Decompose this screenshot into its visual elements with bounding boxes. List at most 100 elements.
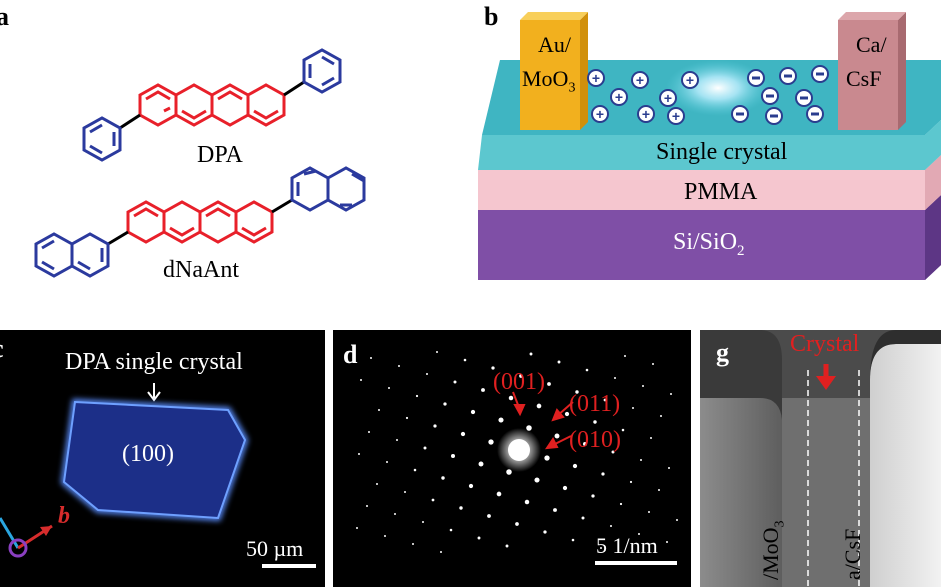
panel-a: a bbox=[0, 0, 470, 300]
crystal-shape bbox=[62, 400, 247, 520]
diffraction-spot bbox=[394, 513, 396, 515]
diffraction-spot bbox=[366, 505, 368, 507]
diffraction-spot bbox=[609, 524, 613, 528]
diffraction-spot bbox=[591, 494, 595, 498]
diffraction-spot bbox=[431, 498, 435, 502]
diffraction-spot bbox=[498, 417, 504, 423]
diffraction-spot bbox=[648, 511, 650, 513]
diffraction-spot bbox=[562, 485, 568, 491]
diffraction-spot bbox=[524, 499, 530, 505]
diffraction-spot bbox=[449, 528, 453, 532]
diffraction-spot bbox=[378, 409, 380, 411]
diffraction-spot bbox=[629, 480, 633, 484]
diffraction-spot bbox=[601, 472, 605, 476]
diffraction-spot bbox=[470, 409, 476, 415]
dnaant-label: dNaAnt bbox=[163, 257, 239, 283]
diffraction-spot bbox=[670, 393, 672, 395]
svg-text:+: + bbox=[672, 108, 680, 124]
diffraction-spot bbox=[544, 455, 550, 461]
diffraction-spot bbox=[613, 376, 617, 380]
panel-d: d (001) (011) (010) 5 1/nm bbox=[333, 330, 691, 587]
panel-d-label: d bbox=[343, 340, 358, 369]
dnaant-molecule bbox=[34, 166, 366, 278]
panel-a-label: a bbox=[0, 2, 9, 31]
diffraction-spot bbox=[666, 541, 668, 543]
diffraction-spot bbox=[547, 382, 551, 386]
diffraction-spot bbox=[358, 453, 360, 455]
diffraction-spot bbox=[575, 390, 579, 394]
crystal-image bbox=[0, 383, 316, 568]
holes bbox=[587, 69, 699, 125]
pmma-layer-label: PMMA bbox=[684, 179, 758, 205]
diffraction-spot bbox=[652, 363, 654, 365]
diffraction-spot bbox=[632, 407, 634, 409]
diffraction-spot bbox=[453, 380, 457, 384]
diffraction-spot bbox=[412, 543, 414, 545]
svg-text:+: + bbox=[664, 90, 672, 106]
diffraction-spot bbox=[481, 388, 485, 392]
svg-text:+: + bbox=[636, 72, 644, 88]
diffraction-spot bbox=[436, 351, 438, 353]
diffraction-spot bbox=[384, 535, 386, 537]
diffraction-spot bbox=[536, 403, 542, 409]
diffraction-spot bbox=[658, 489, 660, 491]
diffraction-spot bbox=[440, 551, 442, 553]
svg-text:+: + bbox=[686, 72, 694, 88]
diffraction-spot bbox=[676, 519, 678, 521]
diffraction-spot bbox=[571, 538, 575, 542]
diffraction-spot bbox=[404, 491, 406, 493]
dpa-molecule bbox=[82, 48, 342, 162]
crystal-layer bbox=[478, 120, 941, 170]
diffraction-spot bbox=[443, 402, 447, 406]
diffraction-spot bbox=[360, 379, 362, 381]
diffraction-spot bbox=[433, 424, 437, 428]
diffraction-spot bbox=[425, 372, 429, 376]
diffraction-spot bbox=[600, 547, 602, 549]
diffraction-pattern bbox=[356, 351, 678, 565]
diffraction-spot bbox=[386, 461, 388, 463]
diffraction-spot bbox=[564, 411, 570, 417]
diffraction-spot bbox=[396, 439, 398, 441]
diffraction-spot bbox=[505, 544, 509, 548]
diffraction-spot bbox=[650, 437, 652, 439]
diffraction-spot bbox=[640, 459, 642, 461]
diffraction-spot bbox=[508, 395, 514, 401]
diffraction-spot bbox=[376, 483, 378, 485]
diffraction-spot bbox=[581, 516, 585, 520]
diffraction-spot bbox=[506, 469, 512, 475]
svg-text:+: + bbox=[615, 89, 623, 105]
diffraction-spot bbox=[593, 420, 597, 424]
facet-label: (100) bbox=[122, 441, 174, 467]
spot-011-label: (011) bbox=[569, 391, 621, 417]
diffraction-spot bbox=[515, 522, 519, 526]
diffraction-spot bbox=[388, 387, 390, 389]
scale-bar-label-d: 5 1/nm bbox=[596, 533, 658, 558]
diffraction-spot bbox=[496, 491, 502, 497]
diffraction-spot bbox=[660, 415, 662, 417]
cathode bbox=[838, 20, 898, 130]
cathode-label-line2: CsF bbox=[846, 66, 882, 91]
diffraction-spot bbox=[668, 467, 670, 469]
diffraction-spot bbox=[621, 428, 625, 432]
diffraction-spot bbox=[488, 439, 494, 445]
scale-bar-label-c: 50 µm bbox=[246, 536, 304, 561]
dpa-label: DPA bbox=[197, 142, 243, 168]
diffraction-spot bbox=[421, 520, 425, 524]
diffraction-spot bbox=[611, 450, 615, 454]
crystal-annotation-g: Crystal bbox=[790, 331, 860, 357]
diffraction-spot bbox=[356, 527, 358, 529]
diffraction-spot bbox=[398, 365, 400, 367]
right-electrode-label: a/CsF bbox=[840, 528, 865, 580]
diffraction-spot bbox=[534, 477, 540, 483]
diffraction-spot bbox=[370, 357, 372, 359]
left-electrode bbox=[700, 398, 782, 587]
diffraction-spot bbox=[624, 355, 626, 357]
device-schematic: ++ ++ ++ ++ bbox=[478, 12, 941, 280]
panel-b-label: b bbox=[484, 2, 499, 31]
diffraction-spot bbox=[415, 394, 419, 398]
diffraction-spot bbox=[529, 352, 533, 356]
anode-label-line1: Au/ bbox=[538, 32, 571, 57]
diffraction-spot bbox=[477, 536, 481, 540]
left-electrode-label: /MoO3 bbox=[758, 520, 788, 580]
svg-text:+: + bbox=[642, 106, 650, 122]
